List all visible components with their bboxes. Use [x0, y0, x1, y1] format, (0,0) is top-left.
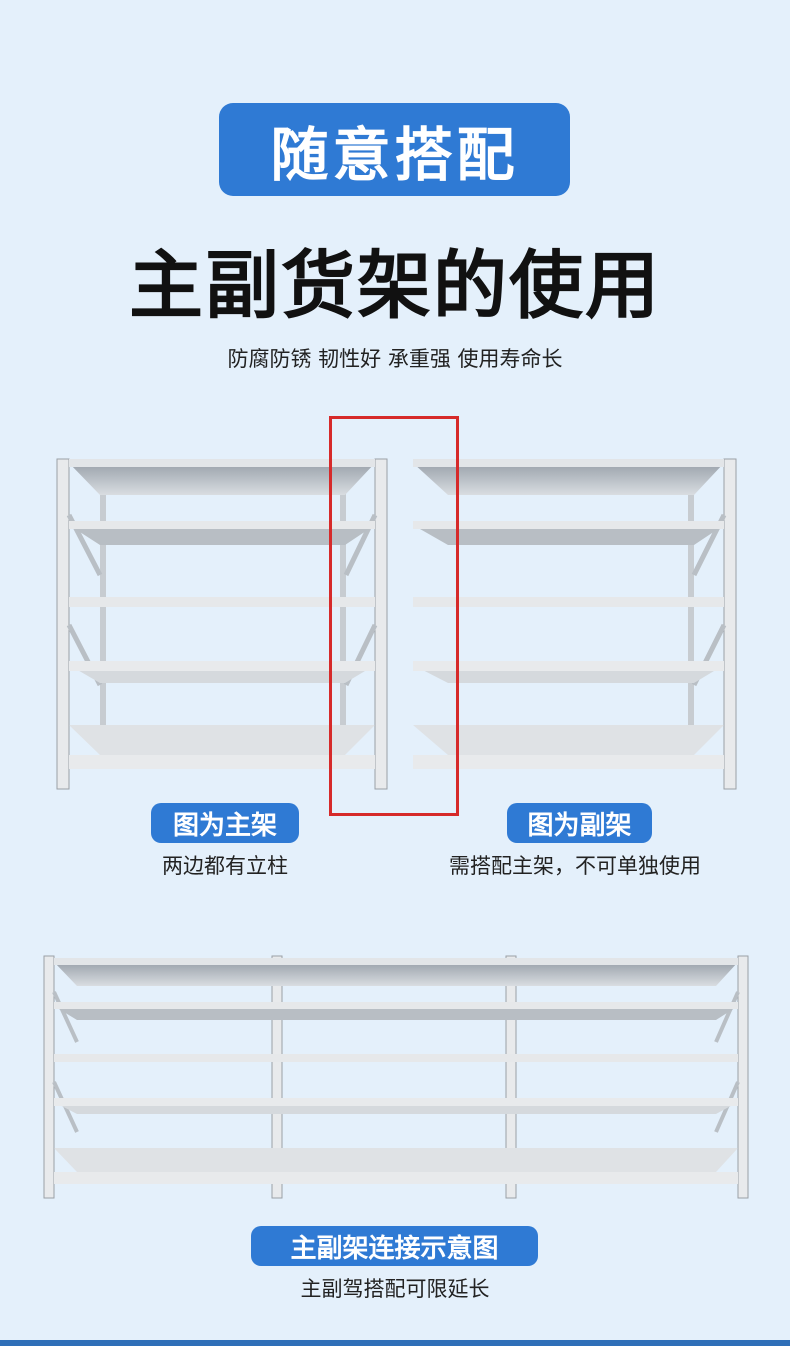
connection-caption: 主副驾搭配可限延长 — [300, 1277, 490, 1301]
combined-rack-image — [43, 955, 749, 1199]
main-rack-label: 图为主架 — [151, 803, 299, 843]
sub-rack-caption: 需搭配主架，不可单独使用 — [449, 854, 701, 878]
title-badge: 随意搭配 — [219, 103, 570, 196]
main-rack-image — [56, 458, 388, 790]
bottom-bar — [0, 1340, 790, 1346]
main-rack-caption: 两边都有立柱 — [162, 854, 288, 878]
sub-rack-image — [413, 458, 737, 790]
page-subtitle: 防腐防锈 韧性好 承重强 使用寿命长 — [227, 347, 563, 371]
connection-highlight-box — [329, 416, 459, 816]
sub-rack-label: 图为副架 — [507, 803, 652, 843]
page-title: 主副货架的使用 — [129, 243, 661, 329]
connection-label: 主副架连接示意图 — [251, 1226, 538, 1266]
